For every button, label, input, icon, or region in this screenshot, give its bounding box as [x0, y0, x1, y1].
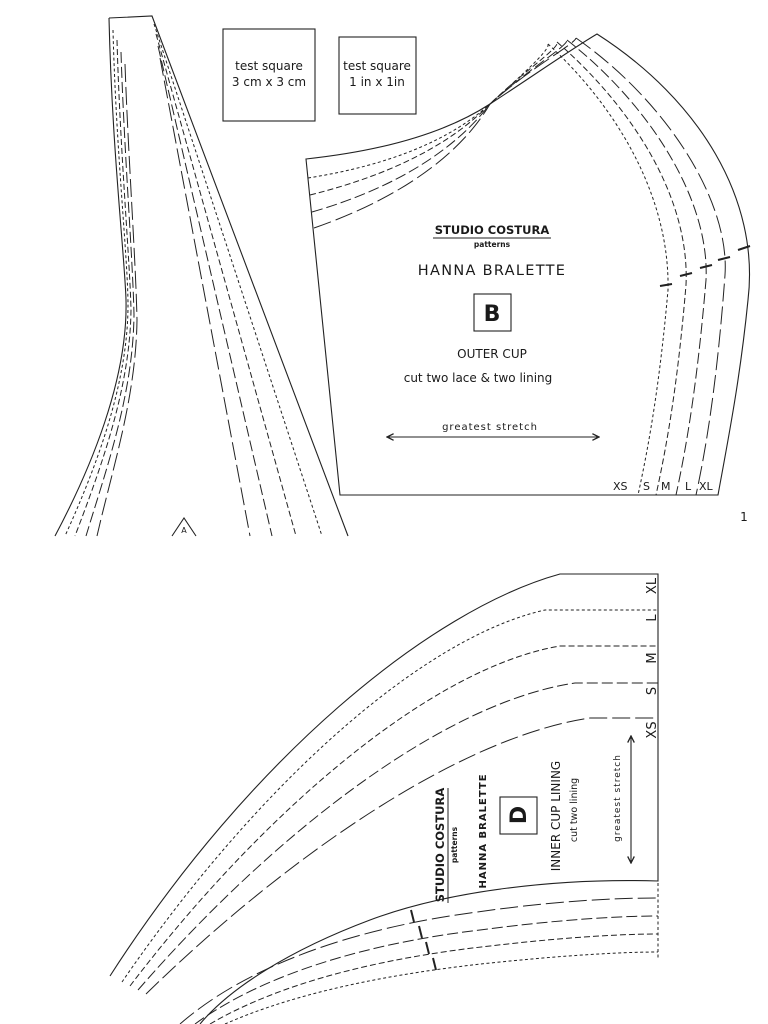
piece-d-letter-box: [499, 796, 538, 835]
svg-text:D: D: [507, 806, 532, 824]
svg-text:OUTER CUP: OUTER CUP: [457, 347, 527, 361]
svg-text:HANNA BRALETTE: HANNA BRALETTE: [478, 773, 489, 888]
svg-text:cut two lining: cut two lining: [569, 778, 580, 842]
svg-text:L: L: [685, 480, 692, 493]
svg-text:XL: XL: [699, 480, 714, 493]
page-number: 1: [740, 510, 748, 524]
piece-b-label: STUDIO COSTURA patterns HANNA BRALETTE B…: [387, 223, 599, 437]
svg-text:1 in x 1in: 1 in x 1in: [349, 75, 405, 89]
svg-text:cut two lace & two lining: cut two lace & two lining: [404, 371, 553, 385]
svg-text:M: M: [645, 652, 660, 663]
svg-text:XL: XL: [645, 577, 660, 594]
svg-text:XS: XS: [645, 721, 660, 738]
svg-text:patterns: patterns: [450, 826, 459, 863]
svg-text:STUDIO COSTURA: STUDIO COSTURA: [433, 788, 447, 903]
test-square-in: test square 1 in x 1in: [338, 36, 417, 115]
piece-b-size-labels: XS S M L XL: [613, 480, 714, 493]
svg-text:L: L: [645, 614, 660, 622]
test-square-cm: test square 3 cm x 3 cm: [222, 28, 316, 122]
page-2-drawing: XL L M S XS STUDIO COSTURA patterns HANN…: [109, 573, 660, 1024]
svg-text:test square: test square: [235, 59, 303, 73]
svg-text:greatest stretch: greatest stretch: [442, 422, 538, 433]
svg-text:INNER CUP LINING: INNER CUP LINING: [549, 761, 563, 871]
piece-d-size-labels: XL L M S XS: [645, 577, 660, 738]
piece-a-outline: [54, 15, 349, 537]
piece-b-outline: [305, 33, 751, 496]
svg-text:XS: XS: [613, 480, 628, 493]
svg-text:test square: test square: [343, 59, 411, 73]
svg-text:A: A: [181, 526, 187, 535]
svg-text:3 cm x 3 cm: 3 cm x 3 cm: [232, 75, 306, 89]
svg-text:patterns: patterns: [474, 240, 511, 249]
piece-d-outline: [109, 573, 659, 1024]
pattern-page-1: A test square 3 cm x 3 cm test square 1 …: [0, 15, 768, 539]
svg-text:B: B: [484, 302, 501, 327]
svg-text:greatest stretch: greatest stretch: [613, 754, 623, 842]
page-1-drawing: A test square 3 cm x 3 cm test square 1 …: [54, 15, 751, 537]
svg-text:STUDIO COSTURA: STUDIO COSTURA: [435, 223, 550, 237]
svg-text:HANNA BRALETTE: HANNA BRALETTE: [418, 263, 566, 279]
svg-text:M: M: [661, 480, 671, 493]
pattern-page-2: XL L M S XS STUDIO COSTURA patterns HANN…: [0, 538, 768, 1024]
piece-d-label: STUDIO COSTURA patterns HANNA BRALETTE D…: [433, 736, 631, 903]
svg-text:S: S: [643, 480, 650, 493]
svg-text:S: S: [645, 687, 660, 695]
piece-a-marker: A: [171, 517, 197, 537]
piece-b-letter-box: [473, 293, 512, 332]
